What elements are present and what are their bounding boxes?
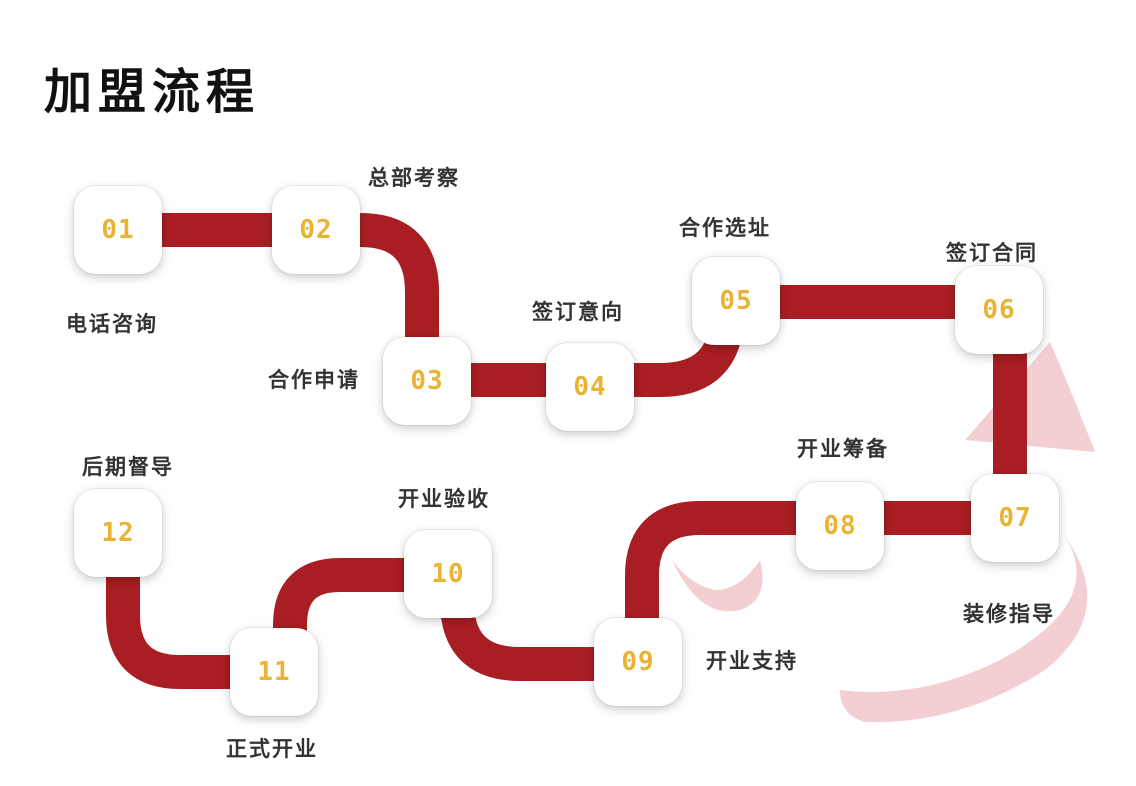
step-09-label: 开业支持 <box>706 649 798 673</box>
step-02-box: 02 <box>272 186 360 274</box>
step-09-number: 09 <box>621 647 655 677</box>
step-08-label: 开业筹备 <box>797 437 889 461</box>
step-03-box: 03 <box>383 337 471 425</box>
step-07-number: 07 <box>998 503 1032 533</box>
step-03-number: 03 <box>410 366 444 396</box>
step-08-box: 08 <box>796 482 884 570</box>
step-11-label: 正式开业 <box>226 737 318 761</box>
step-10-label: 开业验收 <box>398 487 490 511</box>
step-12-box: 12 <box>74 489 162 577</box>
step-09-box: 09 <box>594 618 682 706</box>
decor-swoosh-lower <box>840 532 1088 723</box>
step-06-box: 06 <box>955 266 1043 354</box>
step-03-label: 合作申请 <box>268 368 360 392</box>
step-04-label: 签订意向 <box>532 300 624 324</box>
page-title: 加盟流程 <box>44 64 261 120</box>
step-06-number: 06 <box>982 295 1016 325</box>
step-04-box: 04 <box>546 343 634 431</box>
step-07-box: 07 <box>971 474 1059 562</box>
step-02-number: 02 <box>299 215 333 245</box>
step-01-label: 电话咨询 <box>66 312 158 336</box>
step-08-number: 08 <box>823 511 857 541</box>
step-12-number: 12 <box>101 518 135 548</box>
step-01-box: 01 <box>74 186 162 274</box>
step-12-label: 后期督导 <box>82 455 174 479</box>
step-11-number: 11 <box>257 657 291 687</box>
step-02-label: 总部考察 <box>368 166 460 190</box>
step-05-label: 合作选址 <box>679 216 771 240</box>
step-10-number: 10 <box>431 559 465 589</box>
step-05-number: 05 <box>719 286 753 316</box>
step-07-label: 装修指导 <box>963 602 1055 626</box>
step-01-number: 01 <box>101 215 135 245</box>
step-10-box: 10 <box>404 530 492 618</box>
step-05-box: 05 <box>692 257 780 345</box>
decor-swoosh-left <box>672 560 763 612</box>
step-06-label: 签订合同 <box>946 241 1038 265</box>
step-04-number: 04 <box>573 372 607 402</box>
step-11-box: 11 <box>230 628 318 716</box>
decor-swoosh-upper <box>965 342 1095 452</box>
